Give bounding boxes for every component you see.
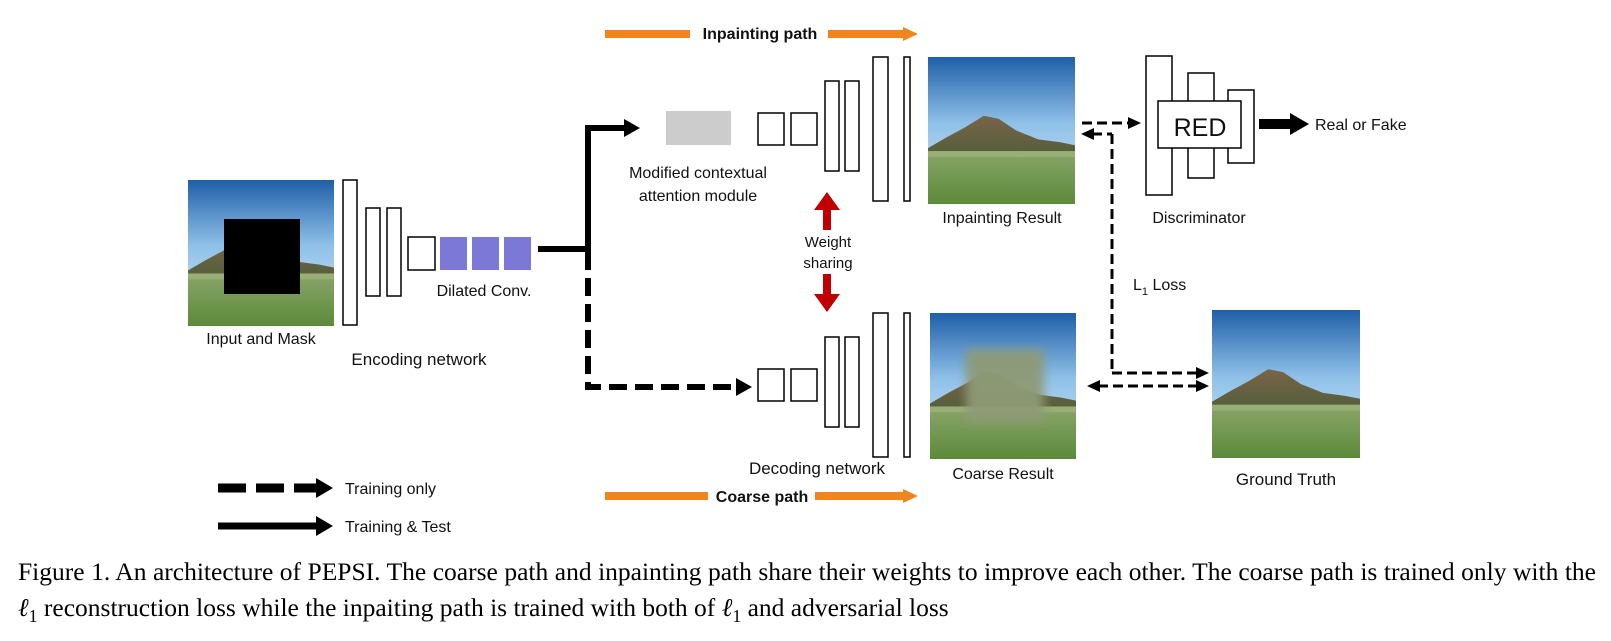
dashed-connector-arrowheads — [1081, 117, 1209, 392]
coarse-result-label: Coarse Result — [952, 466, 1054, 483]
contextual-attention-label-1: Modified contextual — [629, 165, 767, 182]
upper-decoder — [757, 56, 911, 202]
ground-truth-image — [1212, 310, 1360, 458]
legend: Training only Training & Test — [218, 478, 451, 536]
coarse-path-label: Coarse path — [716, 489, 808, 506]
contextual-attention-module — [666, 111, 731, 145]
legend-dashed-arrow — [218, 478, 333, 498]
weight-sharing-arrow — [814, 192, 840, 312]
decoding-network-label: Decoding network — [749, 459, 886, 478]
real-or-fake-label: Real or Fake — [1315, 117, 1407, 134]
inpainting-result-image — [928, 57, 1075, 204]
encoding-network — [342, 179, 436, 326]
encoding-network-label: Encoding network — [351, 350, 487, 369]
red-label: RED — [1174, 114, 1227, 142]
discriminator — [1145, 55, 1255, 196]
inpainting-path-label: Inpainting path — [703, 26, 818, 43]
l1-loss-label: L1 Loss — [1133, 277, 1186, 298]
dilated-conv-blocks — [440, 237, 531, 270]
legend-training-only: Training only — [345, 481, 436, 498]
dashed-connectors — [1082, 121, 1198, 388]
discriminator-label: Discriminator — [1152, 210, 1246, 227]
inpainting-path-arrow: Inpainting path — [605, 26, 918, 43]
weight-sharing-label-2: sharing — [803, 255, 852, 272]
figure-caption: Figure 1. An architecture of PEPSI. The … — [18, 557, 1596, 627]
legend-solid-arrow — [218, 516, 333, 536]
dashed-flow-arrow — [585, 252, 752, 396]
dilated-conv-label: Dilated Conv. — [437, 283, 532, 300]
input-mask-image — [188, 180, 334, 326]
architecture-diagram: Inpainting path Coarse path Input and Ma… — [188, 26, 1407, 536]
legend-training-test: Training & Test — [345, 519, 451, 536]
coarse-result-image — [930, 313, 1076, 459]
real-or-fake-arrow — [1259, 113, 1309, 135]
solid-flow-arrow — [538, 119, 640, 252]
contextual-attention-label-2: attention module — [639, 188, 757, 205]
inpainting-result-label: Inpainting Result — [942, 210, 1062, 227]
coarse-path-arrow: Coarse path — [605, 489, 918, 506]
weight-sharing-label-1: Weight — [805, 234, 852, 251]
lower-decoder — [757, 312, 911, 458]
input-mask-label: Input and Mask — [206, 331, 316, 348]
ground-truth-label: Ground Truth — [1236, 470, 1336, 489]
